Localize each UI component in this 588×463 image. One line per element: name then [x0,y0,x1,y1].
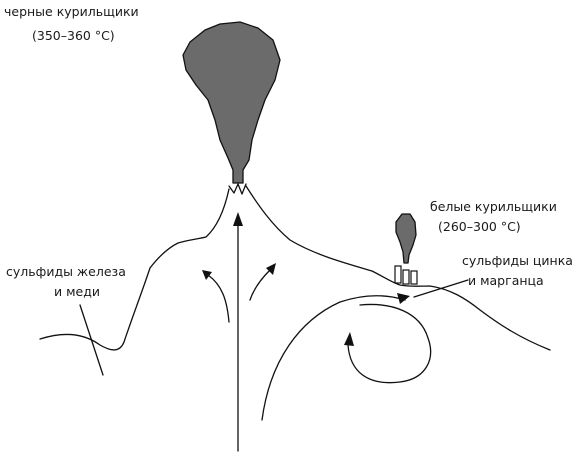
zinc-manganese-label-line1: сульфиды цинка [462,253,573,268]
inner-spiral-arrowhead [344,332,354,346]
black-smokers-label-line1: черные курильщики [4,4,139,19]
white-smoker-plume [396,214,416,263]
left-flow-line [208,275,229,322]
black-smokers-label-line2: (350–360 °С) [32,28,115,43]
iron-copper-pointer [80,305,103,375]
zinc-manganese-label-line2: и марганца [468,273,544,288]
chimney [403,270,409,284]
vent-notch [229,184,246,194]
circulation-loop-arrowhead [397,293,410,304]
chimney [411,271,417,284]
zinc-manganese-pointer [414,280,468,297]
white-smokers-label-line2: (260–300 °С) [438,219,521,234]
black-smoker-plume [183,22,280,183]
chimney [395,266,401,283]
inner-spiral-line [348,304,431,382]
circulation-loop-line [262,296,405,420]
iron-copper-label-line2: и меди [54,284,100,299]
right-flow-line [250,270,270,300]
central-upflow-arrowhead [233,212,243,226]
iron-copper-label-line1: сульфиды железа [6,264,126,279]
white-smokers-label-line1: белые курильщики [430,199,557,214]
left-flow-arrowhead [202,270,212,280]
small-chimneys [395,266,417,284]
